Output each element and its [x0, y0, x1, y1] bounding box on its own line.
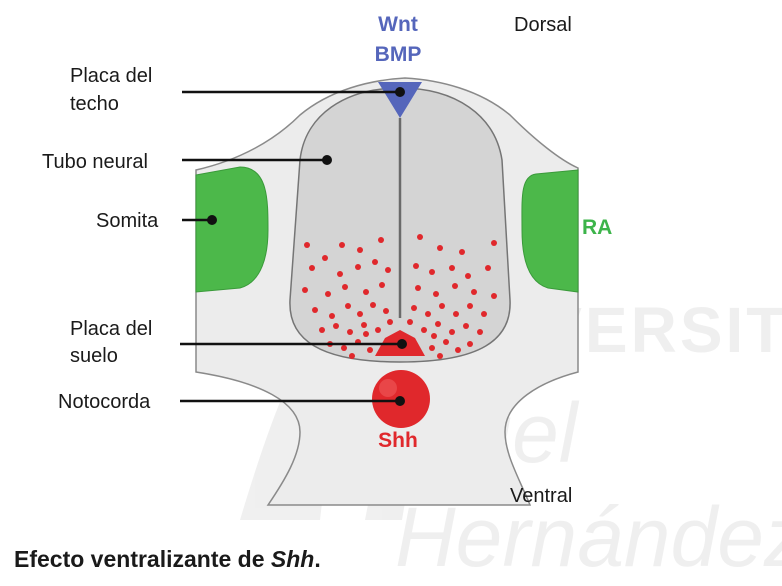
- shh-dot: [339, 242, 345, 248]
- caption-emphasis: Shh: [271, 546, 314, 572]
- shh-dot: [471, 289, 477, 295]
- shh-dot: [433, 291, 439, 297]
- shh-dot: [465, 273, 471, 279]
- shh-dot: [357, 311, 363, 317]
- shh-dot: [304, 242, 310, 248]
- shh-dot: [491, 240, 497, 246]
- shh-dot: [355, 264, 361, 270]
- shh-dot: [411, 305, 417, 311]
- shh-dot: [347, 329, 353, 335]
- shh-dot: [429, 345, 435, 351]
- shh-dot: [413, 263, 419, 269]
- shh-dot: [363, 331, 369, 337]
- notochord-label: Notocorda: [58, 391, 151, 413]
- shh-dot: [367, 347, 373, 353]
- shh-dot: [312, 307, 318, 313]
- shh-dot: [309, 265, 315, 271]
- shh-dot: [361, 322, 367, 328]
- shh-dot: [463, 323, 469, 329]
- floor-plate-dot: [397, 339, 407, 349]
- shh-dot: [325, 291, 331, 297]
- shh-dot: [453, 311, 459, 317]
- shh-dot: [467, 341, 473, 347]
- ventral-label: Ventral: [510, 485, 572, 507]
- shh-dot: [379, 282, 385, 288]
- shh-dot: [372, 259, 378, 265]
- shh-dot: [491, 293, 497, 299]
- shh-dot: [329, 313, 335, 319]
- shh-dot: [383, 308, 389, 314]
- shh-dot: [333, 323, 339, 329]
- shh-dot: [357, 247, 363, 253]
- right-somite: [522, 170, 578, 292]
- shh-dot: [429, 269, 435, 275]
- signal-ra: RA: [582, 216, 612, 239]
- signal-bmp: BMP: [375, 43, 422, 66]
- caption-prefix: Efecto ventralizante de: [14, 546, 271, 572]
- shh-dot: [452, 283, 458, 289]
- shh-dot: [437, 245, 443, 251]
- shh-dot: [431, 333, 437, 339]
- shh-dot: [378, 237, 384, 243]
- somite-label: Somita: [96, 210, 159, 232]
- floor-plate-label-line2: suelo: [70, 345, 118, 367]
- shh-dot: [375, 327, 381, 333]
- shh-dot: [341, 345, 347, 351]
- shh-dot: [459, 249, 465, 255]
- shh-dot: [417, 234, 423, 240]
- shh-dot: [435, 321, 441, 327]
- shh-dot: [477, 329, 483, 335]
- shh-dot: [467, 303, 473, 309]
- roof-plate-label-line2: techo: [70, 93, 119, 115]
- shh-dot: [342, 284, 348, 290]
- notochord-dot: [395, 396, 405, 406]
- neural-tube-dot: [322, 155, 332, 165]
- shh-dot: [319, 327, 325, 333]
- left-somite: [196, 167, 268, 292]
- shh-dot: [425, 311, 431, 317]
- shh-dot: [407, 319, 413, 325]
- neural-tube-label: Tubo neural: [42, 151, 148, 173]
- shh-dot: [421, 327, 427, 333]
- shh-dot: [481, 311, 487, 317]
- somite-dot: [207, 215, 217, 225]
- signal-wnt: Wnt: [378, 13, 418, 36]
- signal-shh: Shh: [378, 429, 418, 452]
- shh-dot: [363, 289, 369, 295]
- shh-dot: [385, 267, 391, 273]
- shh-dot: [415, 285, 421, 291]
- shh-dot: [443, 339, 449, 345]
- roof-plate-dot: [395, 87, 405, 97]
- shh-dot: [449, 265, 455, 271]
- shh-dot: [337, 271, 343, 277]
- shh-dot: [455, 347, 461, 353]
- shh-dot: [437, 353, 443, 359]
- shh-dot: [387, 319, 393, 325]
- dorsal-label: Dorsal: [514, 14, 572, 36]
- shh-dot: [439, 303, 445, 309]
- shh-dot: [370, 302, 376, 308]
- caption-suffix: .: [314, 546, 320, 572]
- shh-dot: [449, 329, 455, 335]
- shh-dot: [485, 265, 491, 271]
- floor-plate-label-line1: Placa del: [70, 318, 152, 340]
- roof-plate-label-line1: Placa del: [70, 65, 152, 87]
- shh-dot: [349, 353, 355, 359]
- shh-dot: [345, 303, 351, 309]
- notochord-highlight: [379, 379, 397, 397]
- figure-caption: Efecto ventralizante de Shh.: [14, 546, 321, 573]
- shh-dot: [302, 287, 308, 293]
- shh-dot: [322, 255, 328, 261]
